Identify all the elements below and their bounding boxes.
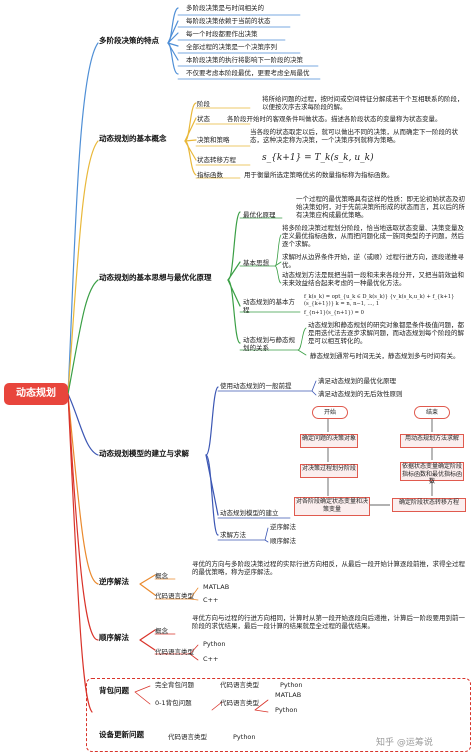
backward-code-2: C++ <box>203 596 219 604</box>
optimality-text: 一个过程的最优策略具有这样的性质：即无论初始状态及初始决策如何，对于先前决策所形… <box>296 195 465 219</box>
static-text-2: 静态规划通常与时间无关，静态规划多与时间有关。 <box>310 352 460 360</box>
flow-step-3: 对各阶段确定状态变量和决策变量 <box>294 497 370 516</box>
static-text-1: 动态规划和静态规划的研究对象都是条件极值问题，都是用迭代法去逐步求解问题，而动态… <box>308 321 464 345</box>
equation-1: f_k(s_k) = opt_{u_k ∈ D_k(s_k)} {v_k(s_k… <box>304 294 455 307</box>
branch-concepts-title[interactable]: 动态规划的基本概念 <box>99 134 167 143</box>
premise-1: 满足动态规划的最优化原理 <box>318 377 396 385</box>
flow-end: 结束 <box>414 406 450 419</box>
flow-step-6: 确定阶段状态转移方程 <box>392 498 466 512</box>
forward-concept-label: 概念 <box>155 627 168 635</box>
state-label: 状态 <box>197 115 210 123</box>
feature-item: 本阶段决策的执行将影响下一阶段的决策 <box>186 56 303 64</box>
solve-method-1: 逆序解法 <box>270 523 296 531</box>
flow-step-5: 依据状态变量确定阶段指标函数和最优指标函数 <box>400 462 464 485</box>
transfer-label: 状态转移方程 <box>197 156 236 164</box>
static-label: 动态规划与静态规划的关系 <box>243 336 295 352</box>
idea-label: 基本思想 <box>243 259 269 267</box>
feature-item: 每阶段决策依赖于当前的状态 <box>186 17 271 25</box>
backward-code-1: MATLAB <box>203 583 230 591</box>
connector-b6 <box>67 393 99 641</box>
transfer-formula: s_{k+1} = T_k(s_k, u_k) <box>262 153 374 163</box>
equipment-code-label: 代码语言类型 <box>168 733 207 741</box>
full-knapsack-label: 完全背包问题 <box>155 681 194 689</box>
feature-item: 不仅要考虑本阶段最优，更要考虑全局最优 <box>186 69 310 77</box>
connector-b4 <box>67 393 99 456</box>
index-label: 指标函数 <box>197 171 223 179</box>
forward-code-1: Python <box>203 640 226 648</box>
flow-step-4: 用动态规划方法求解 <box>400 434 464 448</box>
connector-b1 <box>67 42 99 395</box>
equation-2: f_{n+1}(s_{n+1}) = 0 <box>304 310 364 316</box>
backward-concept-text: 寻优的方向与多阶段决策过程的实际行进方向相反，从最后一段开始计算逐段前推，求得全… <box>192 560 465 576</box>
applications-group <box>86 678 471 752</box>
feature-item: 全部过程的决策是一个决策序列 <box>186 43 277 51</box>
idea-text-2: 求解时从边界条件开始，逆（或顺）过程行进方向，逐段递推寻优。 <box>282 253 464 269</box>
decision-text: 当各段的状态取定以后，就可以做出不同的决策，从而确定下一阶段的状态，这种决定称为… <box>250 128 458 144</box>
backward-code-label: 代码语言类型 <box>155 592 194 600</box>
optimality-label: 最优化原理 <box>243 211 276 219</box>
equation-label: 动态规划的基本方程 <box>243 298 295 314</box>
premise-2: 满足动态规划的无后效性原则 <box>318 390 403 398</box>
feature-item: 每一个时段都要作出决策 <box>186 30 258 38</box>
connector-b5 <box>67 393 99 585</box>
build-label: 动态规划模型的建立 <box>220 509 279 517</box>
root-node[interactable]: 动态规划 <box>4 383 68 405</box>
forward-concept-text: 寻优方向与过程的行进方向相同，计算时从第一段开始逐段向后递推，计算后一阶段要用到… <box>192 614 465 630</box>
stage-text: 将所给问题的过程，按时间或空间特征分解成若干个互相联系的阶段，以便按次序去求每阶… <box>262 95 464 111</box>
solve-method-2: 顺序解法 <box>270 537 296 545</box>
branch-ideas-title[interactable]: 动态规划的基本思想与最优化原理 <box>99 273 212 282</box>
branch-forward-title[interactable]: 顺序解法 <box>99 633 129 642</box>
branch-knapsack-title[interactable]: 背包问题 <box>99 686 129 695</box>
branch-equipment-title[interactable]: 设备更新问题 <box>99 730 144 739</box>
zero-one-code-1: MATLAB <box>275 691 302 699</box>
full-knapsack-code-label: 代码语言类型 <box>220 681 259 689</box>
flow-step-2: 对决策过程划分阶段 <box>300 464 358 478</box>
premise-label: 使用动态规划的一般前提 <box>220 382 292 390</box>
stage-label: 阶段 <box>197 100 210 108</box>
forward-code-label: 代码语言类型 <box>155 648 194 656</box>
equipment-code: Python <box>233 733 256 741</box>
index-text: 用于衡量所选定策略优劣的数量指标称为指标函数。 <box>244 171 394 179</box>
flow-start: 开始 <box>312 406 348 419</box>
state-text: 各阶段开始时的客观条件叫做状态。描述各阶段状态的变量称为状态变量。 <box>227 115 442 123</box>
full-knapsack-code: Python <box>280 681 303 689</box>
forward-code-2: C++ <box>203 655 219 663</box>
idea-text-3: 动态规划方法是既把当前一段和未来各段分开，又把当前效益和未来效益结合起来考虑的一… <box>282 271 464 287</box>
connector-b2 <box>67 140 99 395</box>
backward-concept-label: 概念 <box>155 572 168 580</box>
solve-label: 求解方法 <box>220 531 246 539</box>
zero-one-knapsack-label: 0-1背包问题 <box>155 699 192 707</box>
zero-one-code-label: 代码语言类型 <box>220 699 259 707</box>
feature-item: 多阶段决策是与时间相关的 <box>186 4 264 12</box>
connector-b3 <box>67 279 99 395</box>
branch-backward-title[interactable]: 逆序解法 <box>99 577 129 586</box>
idea-text-1: 将多阶段决策过程划分阶段，恰当地选取状态变量、决策变量及定义最优指标函数，从而把… <box>282 224 464 248</box>
branch-model-title[interactable]: 动态规划模型的建立与求解 <box>99 449 189 458</box>
watermark: 知乎 @运筹说 <box>376 738 433 748</box>
flow-step-1: 确定问题的决策对象 <box>300 434 358 448</box>
decision-label: 决策和策略 <box>197 136 230 144</box>
branch-features-title[interactable]: 多阶段决策的特点 <box>99 36 159 45</box>
zero-one-code-2: Python <box>275 706 298 714</box>
